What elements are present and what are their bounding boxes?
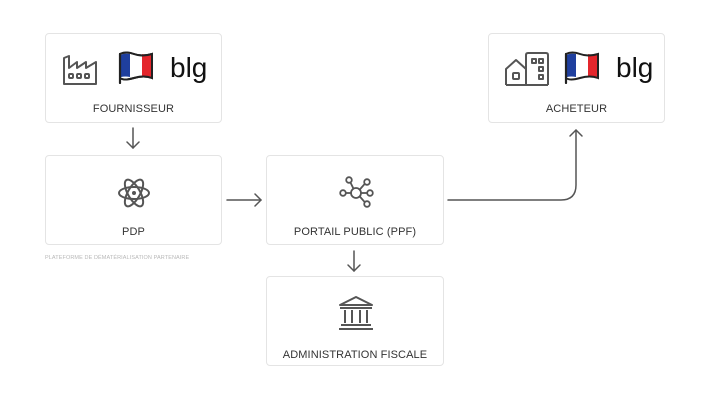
ppf-label: PORTAIL PUBLIC (PPF)	[293, 226, 417, 238]
ppf-box: PORTAIL PUBLIC (PPF)	[266, 155, 444, 245]
buildings-icon	[505, 52, 549, 86]
atom-icon	[118, 178, 150, 208]
arrow-ppf-to-acheteur	[447, 129, 583, 201]
acheteur-label: ACHETEUR	[545, 103, 608, 115]
pdp-box: PDP	[45, 155, 222, 245]
arrow-ppf-to-administration	[347, 250, 361, 272]
factory-icon	[63, 55, 97, 85]
administration-box: ADMINISTRATION FISCALE	[266, 276, 444, 366]
france-flag-icon	[118, 51, 153, 84]
france-flag-icon	[564, 51, 599, 84]
arrow-pdp-to-ppf	[226, 193, 262, 207]
acheteur-box: blg ACHETEUR	[488, 33, 665, 123]
bank-building-icon	[339, 296, 373, 330]
fournisseur-label: FOURNISSEUR	[92, 103, 175, 115]
pdp-label: PDP	[122, 226, 145, 238]
brand-logo-text: blg	[170, 52, 208, 83]
administration-label: ADMINISTRATION FISCALE	[282, 349, 428, 361]
network-nodes-icon	[339, 176, 374, 208]
pdp-caption: PLATEFORME DE DÉMATÉRIALISATION PARTENAI…	[45, 255, 190, 261]
brand-logo-text: blg	[616, 52, 654, 83]
arrow-fournisseur-to-pdp	[126, 127, 140, 149]
fournisseur-box: blg FOURNISSEUR	[45, 33, 222, 123]
